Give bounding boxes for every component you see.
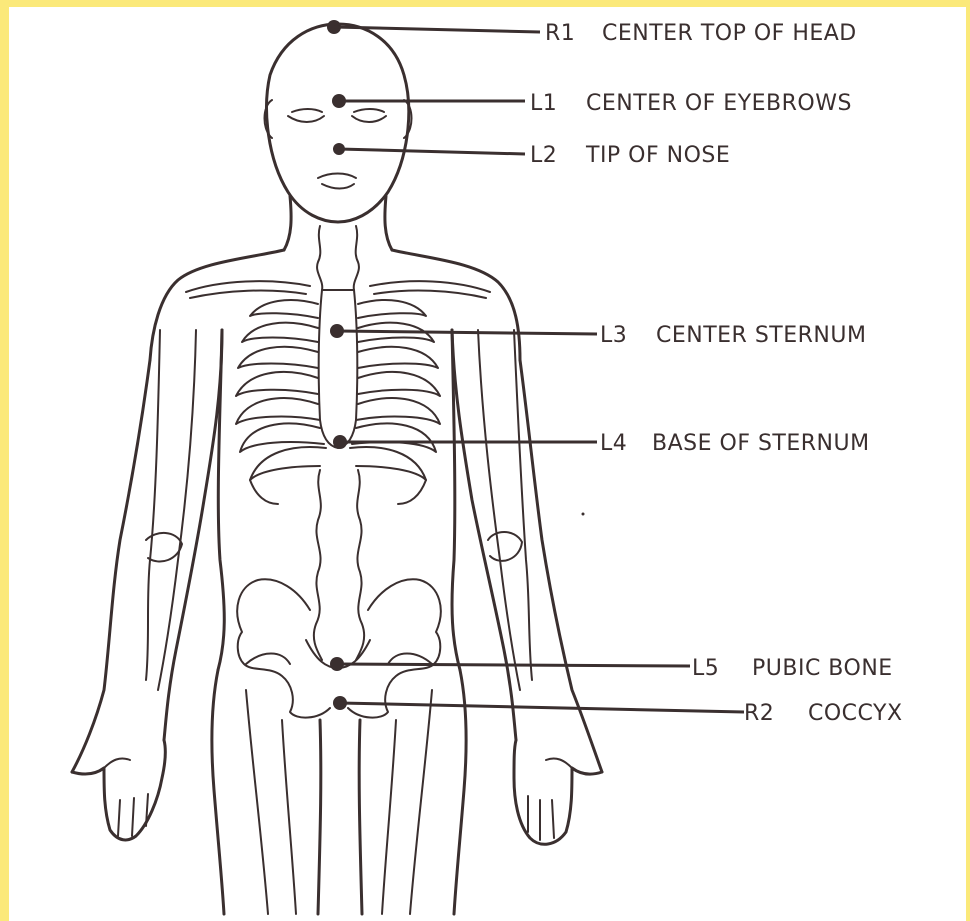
point-l4: L4 BASE OF STERNUM [333, 431, 870, 456]
right-hip-joint [388, 654, 432, 665]
point-l2-text: TIP OF NOSE [585, 143, 730, 168]
lumbar-spine-left [314, 470, 322, 660]
point-l1-code: L1 [530, 91, 557, 116]
stray-mark [582, 513, 585, 516]
body-outline [72, 24, 602, 914]
left-leg-outer [212, 670, 224, 914]
left-clavicle-2 [190, 291, 306, 298]
point-r1: R1 CENTER TOP OF HEAD [327, 20, 857, 46]
point-l5-code: L5 [692, 656, 719, 681]
left-leg-inner [318, 720, 321, 914]
point-l3-text: CENTER STERNUM [656, 323, 866, 348]
point-l2-code: L2 [530, 143, 557, 168]
point-l1-text: CENTER OF EYEBROWS [586, 91, 852, 116]
lumbar-spine-right [356, 470, 364, 660]
left-ulna [158, 330, 196, 690]
left-ribs [236, 300, 326, 504]
cervical-spine-left [317, 226, 322, 290]
neck-right [385, 196, 392, 250]
neck-left [284, 196, 291, 250]
left-arm-outer [72, 360, 150, 772]
right-eye-lid [354, 109, 384, 112]
diagram-frame: R1 CENTER TOP OF HEAD L1 CENTER OF EYEBR… [9, 7, 966, 921]
point-l4-text: BASE OF STERNUM [652, 431, 870, 456]
lower-lip [322, 184, 354, 189]
point-r2-leader [340, 703, 744, 712]
point-l5-leader [337, 664, 690, 666]
point-l3: L3 CENTER STERNUM [330, 323, 866, 348]
point-l4-code: L4 [600, 431, 627, 456]
point-r1-code: R1 [545, 21, 575, 46]
body-points-diagram: R1 CENTER TOP OF HEAD L1 CENTER OF EYEBR… [9, 7, 966, 921]
points-layer: R1 CENTER TOP OF HEAD L1 CENTER OF EYEBR… [327, 20, 903, 726]
right-elbow [488, 532, 522, 561]
left-eye [288, 116, 324, 122]
mouth [318, 174, 356, 179]
right-clavicle-2 [374, 291, 486, 298]
right-fingers [528, 796, 554, 840]
point-r2-text: COCCYX [808, 701, 903, 726]
right-femur-a [410, 690, 432, 914]
right-leg-inner [359, 720, 362, 914]
left-femur-b [282, 720, 296, 914]
right-femur-b [382, 720, 396, 914]
left-thumb [104, 758, 130, 768]
right-arm-outer [520, 360, 602, 772]
left-fingers [118, 794, 148, 836]
point-r2-code: R2 [744, 701, 774, 726]
point-l3-code: L3 [600, 323, 627, 348]
head-outline [267, 24, 409, 222]
left-hip-joint [246, 654, 290, 665]
left-eye-lid [292, 109, 322, 112]
cervical-spine-right [354, 226, 359, 290]
right-eye [352, 116, 386, 122]
point-l2: L2 TIP OF NOSE [333, 143, 730, 168]
point-l3-leader [337, 331, 597, 334]
sternum [319, 290, 358, 448]
left-femur-a [246, 690, 268, 914]
point-r2: R2 COCCYX [333, 696, 903, 726]
right-thumb [546, 758, 572, 768]
right-ulna [478, 330, 520, 690]
point-r1-text: CENTER TOP OF HEAD [602, 21, 857, 46]
skeleton [186, 281, 490, 717]
point-l2-leader [339, 149, 525, 154]
point-l5-text: PUBIC BONE [752, 656, 893, 681]
